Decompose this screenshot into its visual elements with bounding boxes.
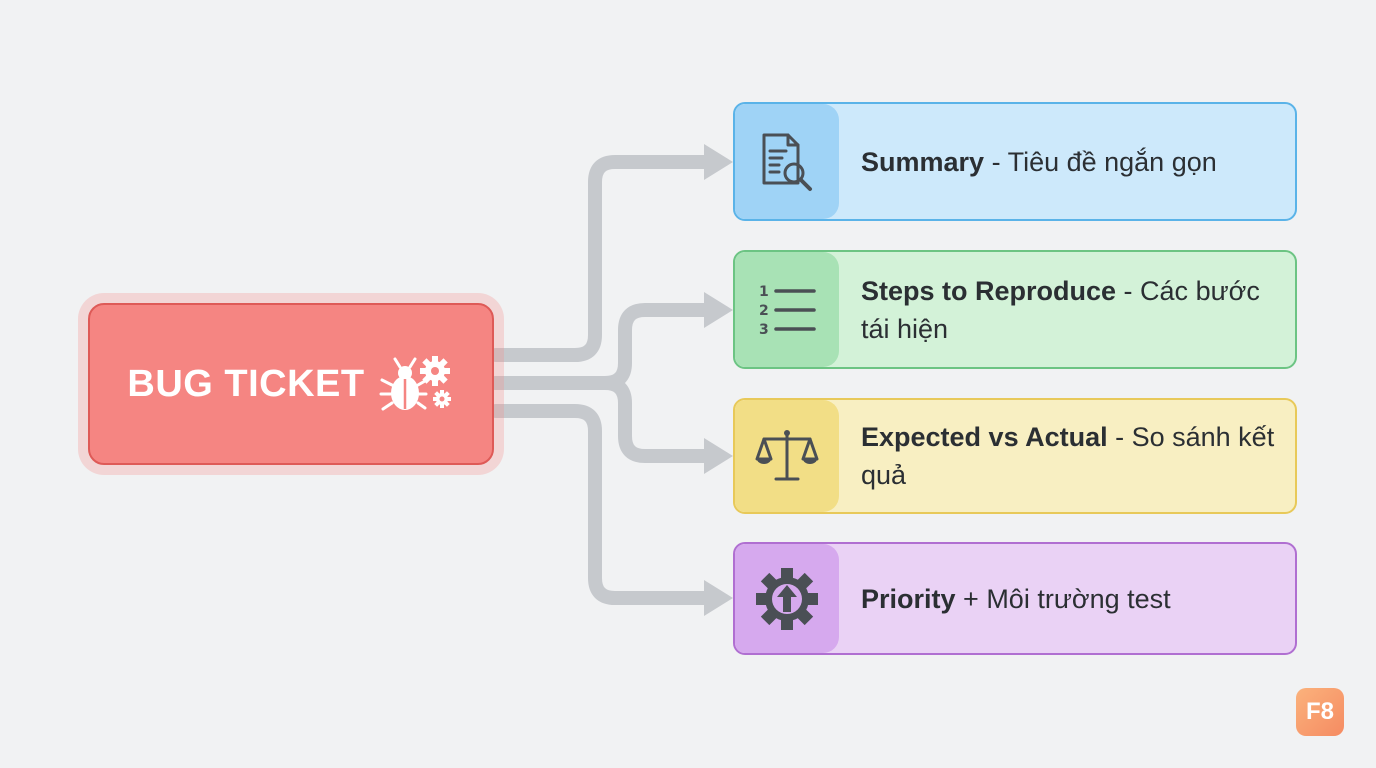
- card-expected-icon-box: [735, 400, 839, 512]
- card-expected-separator: -: [1107, 422, 1132, 452]
- arrowhead-summary: [704, 144, 733, 180]
- card-summary-description: Tiêu đề ngắn gọn: [1007, 146, 1217, 177]
- card-steps-title: Steps to Reproduce: [861, 275, 1117, 306]
- card-steps: 1 2 3 Steps to Reproduce - Các bước tái …: [733, 250, 1297, 369]
- card-expected-text: Expected vs Actual - So sánh kết quả: [839, 400, 1295, 512]
- arrowhead-steps: [704, 292, 733, 328]
- card-priority-text: Priority + Môi trường test: [839, 544, 1295, 653]
- bug-ticket-title: BUG TICKET: [127, 362, 365, 405]
- card-priority-description: Môi trường test: [986, 583, 1171, 614]
- card-summary-icon-box: [735, 104, 839, 219]
- arrowhead-expected: [704, 438, 733, 474]
- f8-logo: F8: [1296, 688, 1344, 736]
- card-steps-description: Các bước tái hiện: [861, 275, 1260, 344]
- card-priority-separator: +: [955, 583, 987, 614]
- card-steps-icon-box: 1 2 3: [735, 252, 839, 367]
- card-priority-icon-box: [735, 544, 839, 653]
- card-expected: Expected vs Actual - So sánh kết quả: [733, 398, 1297, 514]
- svg-text:1: 1: [759, 284, 769, 300]
- card-expected-description: So sánh kết quả: [861, 422, 1275, 490]
- gear-arrow-up-icon: [756, 567, 818, 630]
- card-summary-text: Summary - Tiêu đề ngắn gọn: [839, 104, 1295, 219]
- bug-gears-icon: [379, 356, 451, 411]
- document-search-icon: [762, 133, 812, 191]
- card-priority-title: Priority: [861, 583, 956, 614]
- numbered-list-icon: 1 2 3: [759, 284, 816, 338]
- svg-text:3: 3: [759, 322, 769, 338]
- balance-scale-icon: [755, 430, 819, 481]
- arrowhead-priority: [704, 580, 733, 616]
- card-summary-title: Summary: [861, 146, 985, 177]
- card-expected-title: Expected vs Actual: [861, 422, 1108, 452]
- card-steps-text: Steps to Reproduce - Các bước tái hiện: [839, 252, 1295, 367]
- connector-steps: [489, 303, 717, 390]
- card-summary: Summary - Tiêu đề ngắn gọn: [733, 102, 1297, 221]
- connector-priority: [489, 404, 717, 605]
- card-summary-separator: -: [984, 146, 1008, 177]
- card-priority: Priority + Môi trường test: [733, 542, 1297, 655]
- connector-summary: [489, 155, 717, 362]
- card-steps-separator: -: [1116, 275, 1141, 306]
- bug-ticket-node: BUG TICKET: [88, 303, 494, 465]
- svg-text:2: 2: [759, 303, 769, 319]
- connector-expected: [489, 376, 717, 463]
